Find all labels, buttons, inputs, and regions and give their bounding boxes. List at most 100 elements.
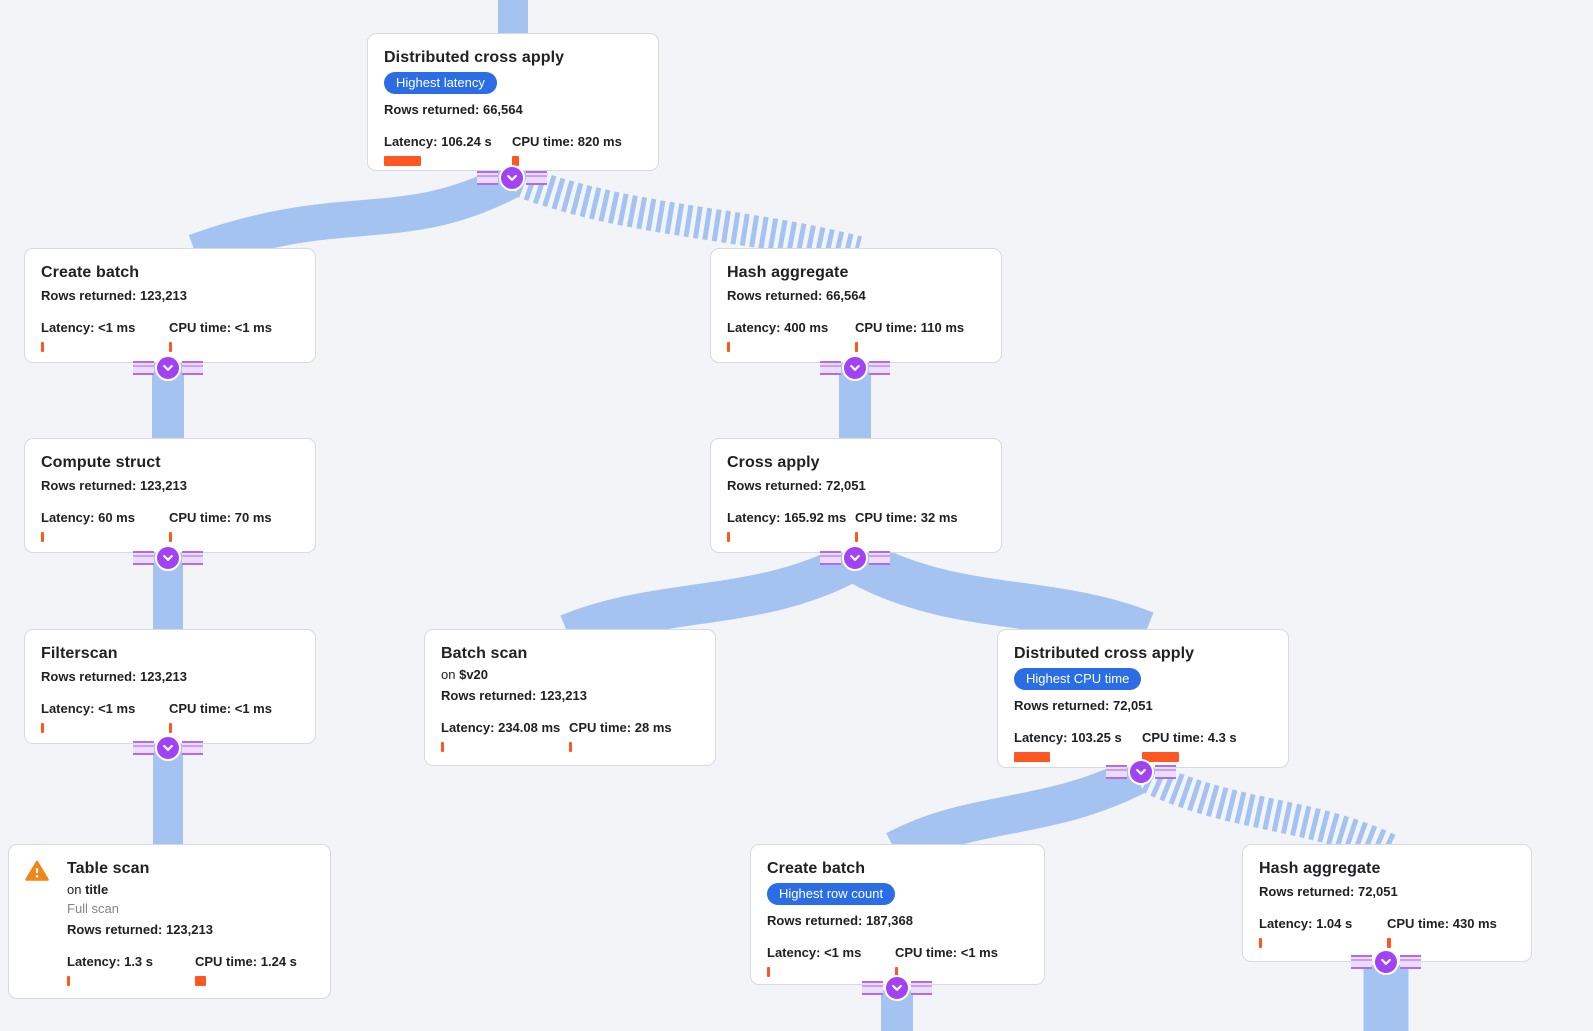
scan-target: on title <box>67 881 314 899</box>
expand-create-batch-1-button[interactable] <box>133 355 203 381</box>
rows-returned: Rows returned: 123,213 <box>41 287 299 305</box>
cpu-prefix: CPU time: <box>895 945 958 960</box>
expand-compute-struct-button[interactable] <box>133 545 203 571</box>
latency-value: 400 ms <box>784 320 829 335</box>
connector-lines-left <box>820 551 841 565</box>
connector-lines-right <box>182 361 203 375</box>
latency-metric: Latency: 1.3 s <box>67 953 195 986</box>
cpu-label: CPU time: <1 ms <box>895 944 1028 962</box>
rows-prefix: Rows returned: <box>41 288 137 303</box>
rows-value: 123,213 <box>139 478 187 493</box>
connector-lines-right <box>1155 765 1176 779</box>
expand-create-batch-2-button[interactable] <box>862 975 932 1001</box>
scan-target: on $v20 <box>441 666 699 684</box>
cpu-metric: CPU time: 32 ms <box>855 509 985 542</box>
cpu-metric: CPU time: 4.3 s <box>1142 729 1272 762</box>
latency-label: Latency: 165.92 ms <box>727 509 855 527</box>
latency-label: Latency: 1.04 s <box>1259 915 1387 933</box>
edge-dca-top-to-hash-aggregate-1 <box>514 166 862 268</box>
chevron-down-icon[interactable] <box>155 545 181 571</box>
on-prefix: on <box>67 882 82 897</box>
cpu-metric: CPU time: 820 ms <box>512 133 642 166</box>
rows-prefix: Rows returned: <box>1259 884 1355 899</box>
latency-metric: Latency: 234.08 ms <box>441 719 569 752</box>
chevron-down-icon[interactable] <box>842 545 868 571</box>
chevron-down-icon[interactable] <box>842 355 868 381</box>
cpu-prefix: CPU time: <box>169 320 232 335</box>
cpu-prefix: CPU time: <box>855 510 918 525</box>
expand-cross-apply-button[interactable] <box>820 545 890 571</box>
node-title: Filterscan <box>41 645 118 662</box>
badge-row: Highest latency <box>384 69 642 98</box>
rows-value: 72,051 <box>825 478 866 493</box>
latency-metric: Latency: 103.25 s <box>1014 729 1142 762</box>
connector-lines-left <box>1351 955 1372 969</box>
chevron-down-icon[interactable] <box>155 355 181 381</box>
latency-metric: Latency: 106.24 s <box>384 133 512 166</box>
latency-bar <box>767 967 770 977</box>
cpu-value: <1 ms <box>960 945 998 960</box>
chevron-down-icon[interactable] <box>1128 759 1154 785</box>
chevron-down-icon[interactable] <box>155 735 181 761</box>
rows-returned: Rows returned: 123,213 <box>441 687 699 705</box>
chevron-down-icon[interactable] <box>1373 949 1399 975</box>
expand-dca-2-button[interactable] <box>1106 759 1176 785</box>
node-title: Batch scan <box>441 645 528 662</box>
scan-note: Full scan <box>67 901 120 916</box>
latency-bar <box>67 976 70 986</box>
latency-bar <box>727 342 730 352</box>
scan-target-name: title <box>85 882 109 897</box>
latency-value: 1.04 s <box>1316 916 1353 931</box>
rows-prefix: Rows returned: <box>41 478 137 493</box>
cpu-value: 110 ms <box>920 320 965 335</box>
latency-metric: Latency: 400 ms <box>727 319 855 352</box>
cpu-label: CPU time: <1 ms <box>169 319 299 337</box>
chevron-down-icon[interactable] <box>884 975 910 1001</box>
cpu-value: 430 ms <box>1452 916 1497 931</box>
expand-filterscan-button[interactable] <box>133 735 203 761</box>
latency-value: 1.3 s <box>124 954 154 969</box>
badge-row: Highest row count <box>767 880 1028 909</box>
latency-label: Latency: 103.25 s <box>1014 729 1142 747</box>
node-title: Table scan <box>67 860 150 877</box>
expand-dca-top-button[interactable] <box>477 165 547 191</box>
on-prefix: on <box>441 667 456 682</box>
rows-value: 66,564 <box>482 102 523 117</box>
node-title: Hash aggregate <box>1259 860 1381 877</box>
cpu-bar <box>195 976 206 986</box>
edge-dca-2-to-hash-aggregate-2 <box>1141 762 1397 865</box>
latency-prefix: Latency: <box>727 320 781 335</box>
connector-lines-right <box>182 741 203 755</box>
rows-value: 123,213 <box>139 288 187 303</box>
rows-returned: Rows returned: 123,213 <box>41 668 299 686</box>
expand-hash-aggregate-1-button[interactable] <box>820 355 890 381</box>
latency-label: Latency: 106.24 s <box>384 133 512 151</box>
rows-prefix: Rows returned: <box>441 688 537 703</box>
latency-value: <1 ms <box>824 945 862 960</box>
chevron-down-icon[interactable] <box>499 165 525 191</box>
rows-returned: Rows returned: 123,213 <box>67 921 314 939</box>
connector-lines-left <box>820 361 841 375</box>
cpu-value: 4.3 s <box>1207 730 1237 745</box>
expand-hash-aggregate-2-button[interactable] <box>1351 949 1421 975</box>
cpu-bar <box>1142 752 1179 762</box>
